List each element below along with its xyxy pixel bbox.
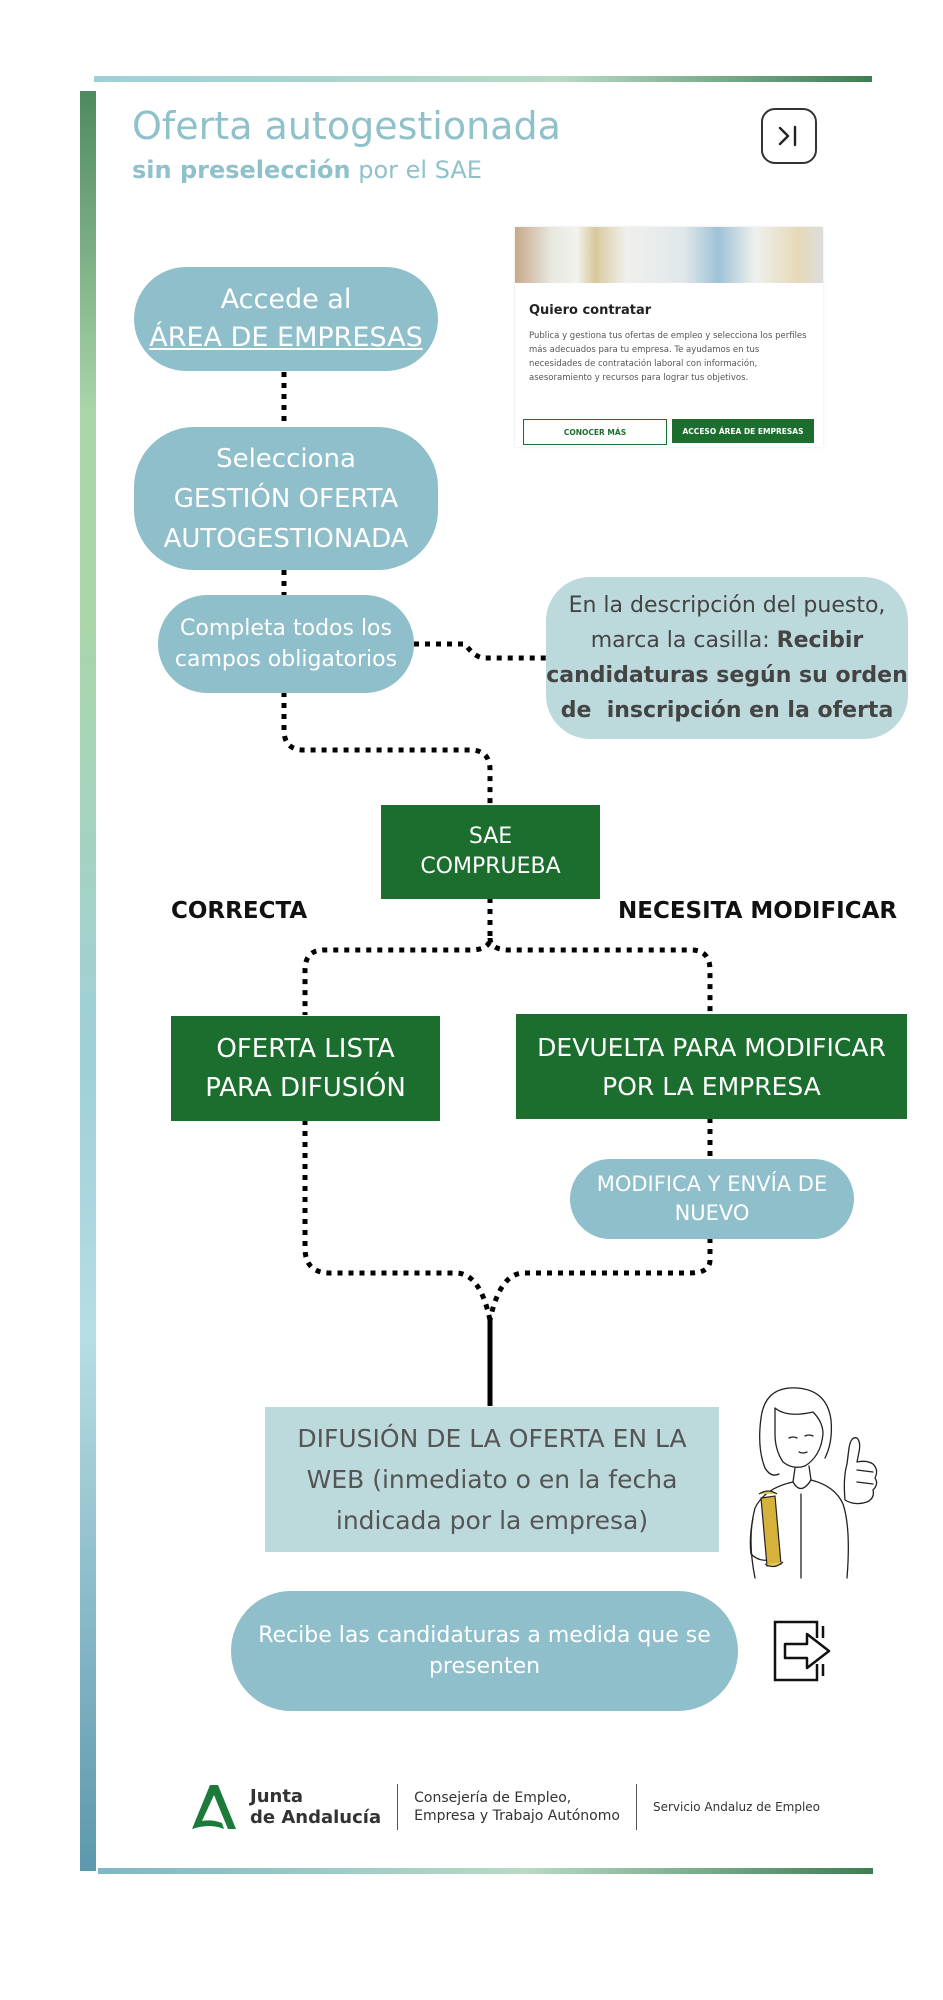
exit-arrow-icon xyxy=(773,1620,831,1682)
left-accent-bar xyxy=(80,91,96,1871)
branch-label-necesita-modificar: NECESITA MODIFICAR xyxy=(618,898,898,924)
subtitle-bold: sin preselección xyxy=(132,156,351,184)
subtitle-rest: por el SAE xyxy=(358,156,482,184)
skip-forward-icon xyxy=(778,125,797,147)
note-descripcion-puesto: En la descripción del puesto, marca la c… xyxy=(546,577,908,739)
junta-andalucia-logo xyxy=(192,1785,236,1829)
step-selecciona-line3: AUTOGESTIONADA xyxy=(163,523,409,554)
step-sae-comprueba: SAE COMPRUEBA xyxy=(381,805,600,899)
acceso-area-empresas-button[interactable]: ACCESO ÁREA DE EMPRESAS xyxy=(672,419,814,443)
oferta-lista-line2: PARA DIFUSIÓN xyxy=(205,1072,406,1103)
footer-divider-1 xyxy=(397,1784,399,1830)
sae-name: Servicio Andaluz de Empleo xyxy=(652,1800,821,1814)
connector-completa-sae xyxy=(281,692,493,804)
card-photo xyxy=(515,227,823,283)
step-recibe-candidaturas: Recibe las candidaturas a medida que se … xyxy=(231,1591,738,1711)
consejeria-line1: Consejería de Empleo, xyxy=(414,1790,572,1806)
step-selecciona-line2: GESTIÓN OFERTA xyxy=(173,483,399,514)
step-accede-area-empresas: Accede al ÁREA DE EMPRESAS xyxy=(134,267,438,371)
connector-completa-descripcion xyxy=(414,641,546,661)
page-title: Oferta autogestionada xyxy=(132,104,561,148)
consejeria-line2: Empresa y Trabajo Autónomo xyxy=(414,1808,620,1824)
modifica-line1: MODIFICA Y ENVÍA DE xyxy=(596,1172,828,1196)
top-accent-line xyxy=(94,76,872,82)
step-selecciona-line1: Selecciona xyxy=(216,443,356,474)
card-title: Quiero contratar xyxy=(529,303,652,318)
note-line2: marca la casilla: Recibir xyxy=(591,623,864,658)
step-accede-line1: Accede al xyxy=(220,284,352,315)
connector-oferta-merge xyxy=(302,1120,493,1321)
conocer-mas-button[interactable]: CONOCER MÁS xyxy=(523,419,667,445)
step-oferta-lista: OFERTA LISTA PARA DIFUSIÓN xyxy=(171,1016,440,1121)
consejeria-name: Consejería de Empleo, Empresa y Trabajo … xyxy=(414,1789,620,1825)
quiero-contratar-card: Quiero contratar Publica y gestiona tus … xyxy=(515,227,823,447)
woman-thumbs-up-illustration xyxy=(749,1387,878,1579)
footer-divider-2 xyxy=(635,1784,637,1830)
sae-line2: COMPRUEBA xyxy=(420,854,561,879)
step-modifica-envia: MODIFICA Y ENVÍA DE NUEVO xyxy=(570,1159,854,1239)
note-line1: En la descripción del puesto, xyxy=(568,593,886,618)
junta-line2: de Andalucía xyxy=(250,1807,382,1828)
page-subtitle: sin preselección por el SAE xyxy=(132,156,482,184)
step-completa-line1: Completa todos los xyxy=(180,616,392,641)
note-line3: candidaturas según su orden xyxy=(546,663,908,688)
footer-logos: Junta de Andalucía Consejería de Empleo,… xyxy=(188,1782,828,1832)
difusion-line2: WEB (inmediato o en la fecha xyxy=(306,1465,678,1494)
sae-line1: SAE xyxy=(468,824,513,849)
connector-sae-right xyxy=(487,937,713,1014)
step-devuelta-modificar: DEVUELTA PARA MODIFICAR POR LA EMPRESA xyxy=(516,1014,907,1119)
junta-name: Junta de Andalucía xyxy=(250,1786,381,1828)
step-completa-line2: campos obligatorios xyxy=(174,647,398,672)
connector-modifica-merge xyxy=(487,1238,713,1321)
note-line2-bold: Recibir xyxy=(776,628,864,653)
oferta-lista-line1: OFERTA LISTA xyxy=(216,1033,395,1064)
junta-line1: Junta xyxy=(250,1786,304,1807)
skip-button[interactable] xyxy=(761,108,817,164)
difusion-line1: DIFUSIÓN DE LA OFERTA EN LA xyxy=(297,1424,687,1453)
note-line2-prefix: marca la casilla: xyxy=(590,628,777,653)
note-line4: de inscripción en la oferta xyxy=(560,698,894,723)
step-selecciona-gestion: Selecciona GESTIÓN OFERTA AUTOGESTIONADA xyxy=(134,427,438,570)
modifica-line2: NUEVO xyxy=(674,1201,750,1225)
branch-label-correcta: CORRECTA xyxy=(171,898,308,924)
devuelta-line1: DEVUELTA PARA MODIFICAR xyxy=(537,1032,886,1062)
difusion-line3: indicada por la empresa) xyxy=(335,1506,649,1535)
card-description: Publica y gestiona tus ofertas de empleo… xyxy=(529,331,807,383)
area-empresas-link[interactable]: ÁREA DE EMPRESAS xyxy=(149,322,423,353)
connector-sae-split xyxy=(302,898,493,1015)
recibe-line2: presenten xyxy=(428,1654,541,1679)
bottom-accent-line xyxy=(98,1868,873,1874)
step-completa-campos: Completa todos los campos obligatorios xyxy=(158,595,414,693)
devuelta-line2: POR LA EMPRESA xyxy=(602,1071,821,1101)
step-difusion-oferta: DIFUSIÓN DE LA OFERTA EN LA WEB (inmedia… xyxy=(265,1407,719,1552)
recibe-line1: Recibe las candidaturas a medida que se xyxy=(258,1623,711,1648)
